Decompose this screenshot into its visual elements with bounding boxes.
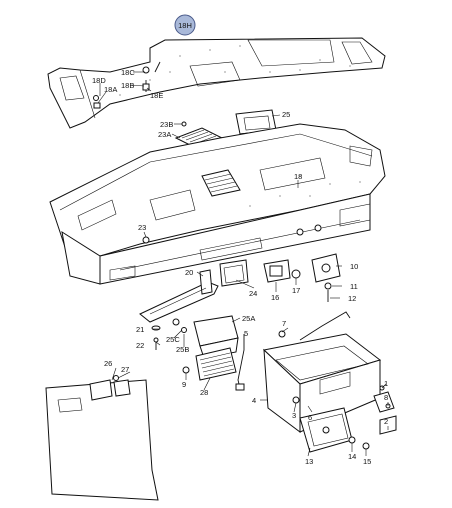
- callout-label: 23: [138, 223, 146, 232]
- callout-label: 22: [136, 341, 144, 350]
- callout-label: 18A: [104, 85, 117, 94]
- callout-label: 20: [185, 268, 193, 277]
- callout-label: 12: [348, 294, 356, 303]
- callout-label: 27: [121, 365, 129, 374]
- cable: [235, 311, 351, 391]
- callout-label: 18B: [121, 81, 134, 90]
- callout-label: 25A: [242, 314, 255, 323]
- callout-label: 2: [384, 417, 388, 426]
- lock-assembly: [373, 385, 397, 435]
- callout-label: 25B: [176, 345, 189, 354]
- callout-label: 23A: [158, 130, 171, 139]
- callout-label: 13: [305, 457, 313, 466]
- grab-handle: [139, 269, 219, 323]
- callout-label: 17: [292, 286, 300, 295]
- callout-label: 18D: [92, 76, 106, 85]
- bracket-parts-right: [263, 224, 341, 302]
- highlight-badge: 18H: [174, 14, 196, 36]
- callout-label: 10: [350, 262, 358, 271]
- callout-label: 24: [249, 289, 257, 298]
- callout-label: 14: [348, 452, 356, 461]
- callout-label: 9: [182, 380, 186, 389]
- hinge-bracket: [299, 407, 370, 453]
- callout-label: 5: [244, 329, 248, 338]
- callout-label: 7: [282, 319, 286, 328]
- callout-label: 18: [294, 172, 302, 181]
- switch-panel: [219, 259, 249, 287]
- top-cover-panel: [47, 37, 386, 129]
- callout-label: 6: [308, 413, 312, 422]
- callout-label: 23B: [160, 120, 173, 129]
- callout-label: 1: [384, 379, 388, 388]
- highlight-circle: [174, 14, 196, 36]
- callout-label: 26: [104, 359, 112, 368]
- callout-label: 3: [292, 411, 296, 420]
- clip-fasteners-18: [93, 61, 161, 109]
- leader-lines: [97, 71, 389, 457]
- callout-label: 18E: [150, 91, 163, 100]
- dashboard-carrier: [49, 123, 386, 285]
- callout-label: 21: [136, 325, 144, 334]
- callout-label: 4: [252, 396, 256, 405]
- flap-panel: [45, 379, 159, 501]
- highlight-label: 18H: [178, 21, 192, 30]
- callout-label: 16: [271, 293, 279, 302]
- callout-label: 18C: [121, 68, 135, 77]
- callout-label: 28: [200, 388, 208, 397]
- callout-label: 11: [350, 282, 358, 291]
- vent-grille: [195, 347, 237, 381]
- callout-label: 15: [363, 457, 371, 466]
- callout-label: 25C: [166, 335, 180, 344]
- callout-label: 8: [384, 393, 388, 402]
- callout-labels: 18C 18D 18B 18A 18E 23B 23A 25 18 23 20 …: [92, 68, 388, 466]
- callout-label: 25: [282, 110, 290, 119]
- catch-26-27: [89, 375, 131, 401]
